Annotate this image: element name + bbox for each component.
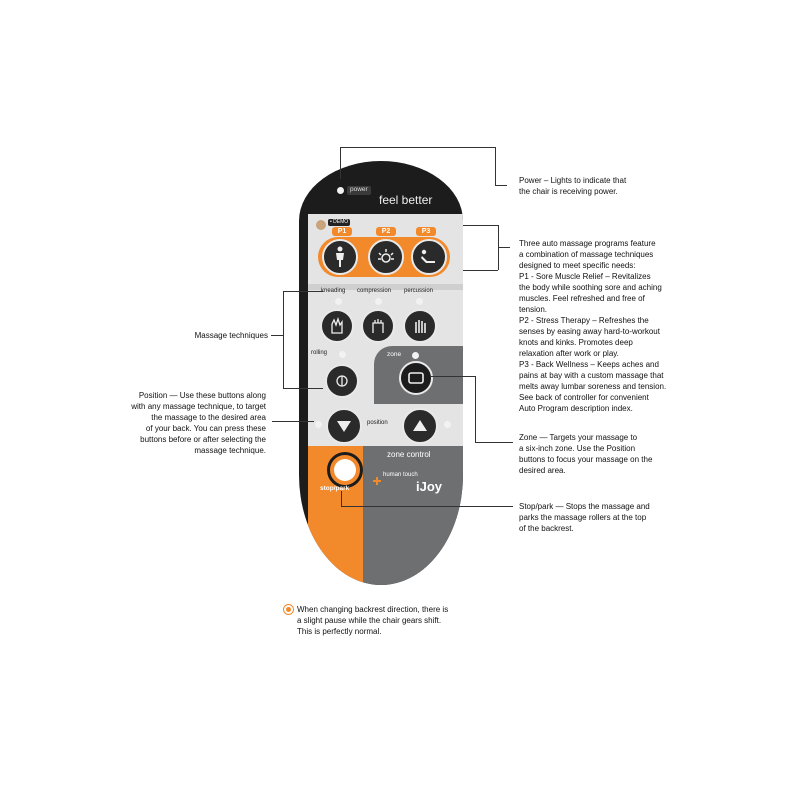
p2-button[interactable] (368, 239, 404, 275)
kneading-led-icon (335, 298, 342, 305)
compression-label: compression (357, 288, 391, 294)
power-indicator: power (347, 186, 371, 195)
arrow-down-icon (336, 419, 352, 433)
compression-button[interactable] (361, 309, 395, 343)
sunburst-icon (376, 247, 396, 267)
p1-button[interactable] (322, 239, 358, 275)
power-line-v2 (495, 147, 496, 185)
remote-control: power feel better • DEMO P1 P2 P3 kneadi… (299, 161, 463, 585)
position-up-button[interactable] (402, 408, 438, 444)
zone-line-end (475, 442, 513, 443)
stop-line-h (341, 506, 513, 507)
programs-annotation: Three auto massage programs feature a co… (519, 238, 729, 414)
programs-line-bottom (463, 270, 498, 271)
stop-park-annotation: Stop/park — Stops the massage and parks … (519, 501, 719, 534)
brand-small: human touch (383, 472, 418, 478)
note-text: When changing backrest direction, there … (297, 604, 517, 637)
position-right-led-icon (444, 421, 451, 428)
percussion-button[interactable] (403, 309, 437, 343)
rolling-label: rolling (311, 350, 327, 356)
power-line-h (340, 147, 495, 148)
stop-circle-icon (334, 459, 356, 481)
zone-led-icon (412, 352, 419, 359)
reclining-person-icon (419, 248, 439, 266)
p1-tag: P1 (332, 227, 352, 236)
feel-better-label: feel better (379, 193, 432, 207)
stop-line-v (341, 491, 342, 506)
p3-tag: P3 (416, 227, 436, 236)
position-left-led-icon (315, 421, 322, 428)
demo-indicator-icon (316, 220, 326, 230)
zone-control-label: zone control (387, 450, 431, 459)
standing-person-icon (331, 246, 349, 268)
position-panel: position (308, 404, 463, 446)
arrow-up-icon (412, 419, 428, 433)
compression-hand-icon (370, 317, 386, 335)
p3-button[interactable] (411, 239, 447, 275)
demo-label: • DEMO (328, 219, 350, 226)
percussion-led-icon (416, 298, 423, 305)
zone-rect-icon (408, 372, 424, 384)
zone-line-h (430, 376, 475, 377)
zone-label: zone (387, 351, 401, 358)
position-line (272, 421, 314, 422)
rolling-hand-icon (334, 372, 350, 390)
stop-park-button[interactable] (327, 452, 363, 488)
demo-text: DEMO (333, 219, 348, 225)
note-bullet-icon (283, 604, 294, 615)
brand-big: iJoy (416, 479, 442, 494)
position-label: position (367, 420, 388, 426)
programs-line-top (463, 225, 498, 226)
techniques-annotation: Massage techniques (160, 330, 268, 341)
power-led-icon (337, 187, 344, 194)
kneading-button[interactable] (320, 309, 354, 343)
stop-park-label: stop/park (320, 485, 349, 492)
percussion-label: percussion (404, 288, 433, 294)
power-line-v (340, 147, 341, 179)
percussion-hand-icon (412, 317, 428, 335)
technique-line-top (283, 291, 323, 292)
power-label: power (350, 186, 368, 193)
zone-annotation: Zone — Targets your massage to a six-inc… (519, 432, 719, 476)
compression-led-icon (375, 298, 382, 305)
zone-line-v (475, 376, 476, 442)
technique-line-v (283, 291, 284, 388)
position-down-button[interactable] (326, 408, 362, 444)
zone-button[interactable] (399, 361, 433, 395)
human-touch-logo-icon (373, 472, 381, 480)
rolling-led-icon (339, 351, 346, 358)
kneading-label: kneading (321, 288, 345, 294)
technique-line-end (271, 335, 283, 336)
p2-tag: P2 (376, 227, 396, 236)
technique-line-bottom (283, 388, 323, 389)
rolling-button[interactable] (325, 364, 359, 398)
kneading-hand-icon (329, 317, 345, 335)
program-panel: • DEMO P1 P2 P3 (308, 214, 463, 284)
programs-line-end (498, 247, 510, 248)
position-annotation: Position — Use these buttons along with … (100, 390, 266, 456)
power-line-end (495, 185, 507, 186)
power-annotation: Power – Lights to indicate that the chai… (519, 175, 719, 197)
